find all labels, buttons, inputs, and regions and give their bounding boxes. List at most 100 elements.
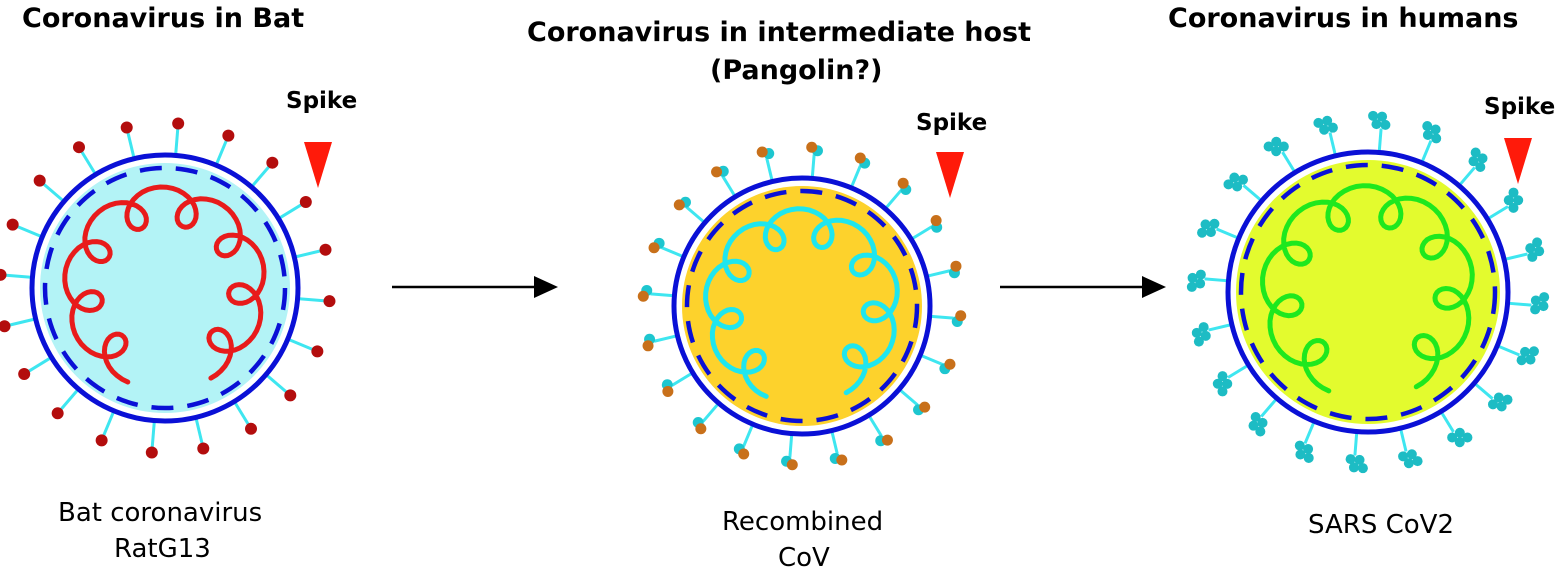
spike-head xyxy=(1403,458,1414,469)
spike-stalk xyxy=(101,410,116,438)
spike-label-1: Spike xyxy=(286,88,358,114)
spike xyxy=(120,121,136,159)
spike-stalk xyxy=(194,417,204,445)
spike-head xyxy=(1319,124,1330,135)
spike xyxy=(0,268,33,281)
spike-head xyxy=(1422,129,1433,140)
spike-head xyxy=(786,459,798,471)
spike-head xyxy=(1255,426,1266,437)
spike-head xyxy=(145,446,158,459)
spike-stalk xyxy=(150,420,156,449)
spike-stalk xyxy=(685,205,706,224)
genome-rna xyxy=(1260,183,1475,394)
spike-head xyxy=(1539,292,1550,303)
spike xyxy=(1486,187,1524,221)
spike xyxy=(637,285,675,302)
spike xyxy=(867,414,893,447)
spike xyxy=(1313,115,1338,157)
spike-head xyxy=(1422,121,1433,132)
spike-stalk xyxy=(1496,344,1521,357)
spike xyxy=(1503,237,1545,262)
spike-stalk xyxy=(1399,427,1408,452)
spike xyxy=(1420,121,1442,164)
spike-head xyxy=(836,454,848,466)
envelope-outer xyxy=(671,175,933,437)
spike xyxy=(849,152,871,189)
stage-3-label-line-1: SARS CoV2 xyxy=(1308,510,1454,540)
spike-head xyxy=(1534,246,1545,257)
spike-head xyxy=(1187,272,1198,283)
spike-head xyxy=(919,401,931,413)
envelope-inner-dashed xyxy=(1238,162,1498,422)
spike-head xyxy=(323,295,336,308)
spike-head xyxy=(738,448,750,460)
spike-head xyxy=(1271,136,1282,147)
virus-2 xyxy=(637,141,967,471)
spike-stalk xyxy=(1486,205,1509,221)
spike-stalk xyxy=(59,388,80,412)
stage-2-title-line-1: Coronavirus in intermediate host xyxy=(527,17,1032,48)
spike-head xyxy=(72,141,85,154)
spike-stalk xyxy=(287,337,315,352)
spike-head xyxy=(1313,117,1324,128)
spike-pointer-icon xyxy=(304,142,332,188)
spike-head xyxy=(1327,122,1338,133)
spike-head xyxy=(673,199,685,211)
spike xyxy=(214,129,235,166)
spike xyxy=(661,371,694,397)
spike-head xyxy=(1430,124,1441,135)
spike xyxy=(648,237,685,259)
spike-stalk xyxy=(919,353,943,366)
spike-stalk xyxy=(867,414,883,437)
spike-head xyxy=(1513,195,1524,206)
spike-head xyxy=(1191,327,1202,338)
spike-head xyxy=(319,243,332,256)
spike-head xyxy=(1303,444,1314,455)
spike-head xyxy=(930,215,942,227)
spike-head xyxy=(1538,301,1549,312)
spike-stalk xyxy=(1303,420,1316,445)
spike-head xyxy=(1447,432,1458,443)
spike-label-2: Spike xyxy=(916,110,988,136)
spike-head xyxy=(1462,432,1473,443)
spike xyxy=(294,243,332,259)
spike xyxy=(673,196,706,224)
spike-head xyxy=(1209,218,1220,229)
spike-head xyxy=(1186,281,1197,292)
genome-rna xyxy=(62,184,267,385)
stage-2-title-line-2: (Pangolin?) xyxy=(710,55,883,86)
spike-head xyxy=(662,385,674,397)
envelope-outer xyxy=(1225,149,1511,435)
arrow-head xyxy=(1142,276,1166,298)
spike xyxy=(1212,363,1250,397)
spike-head xyxy=(1520,346,1531,357)
spike xyxy=(733,423,755,460)
spike-head xyxy=(1295,449,1306,460)
stage-1-title: Coronavirus in Bat xyxy=(22,3,305,34)
spike-stalk xyxy=(8,317,36,327)
spike-stalk xyxy=(214,138,229,166)
spike-head xyxy=(1294,440,1305,451)
spike-stalk xyxy=(277,202,304,220)
spike-head xyxy=(120,121,133,134)
spike-head xyxy=(1508,187,1519,198)
spike-head xyxy=(1303,452,1314,463)
spike-head xyxy=(1193,336,1204,347)
spike-head xyxy=(1229,172,1240,183)
virus-1 xyxy=(0,117,336,459)
spike xyxy=(806,141,823,179)
spike-head xyxy=(95,434,108,447)
spike xyxy=(1197,218,1240,240)
arrow-1-icon xyxy=(392,276,558,298)
spike xyxy=(929,310,967,327)
spike-head xyxy=(6,218,19,231)
spike-head xyxy=(266,156,279,169)
spike-stalk xyxy=(661,246,685,259)
spike xyxy=(829,430,848,466)
spike xyxy=(1496,344,1539,366)
spike-head xyxy=(648,242,660,254)
spike-stalk xyxy=(884,189,903,210)
spike-stalk xyxy=(1204,277,1229,283)
spike-head xyxy=(1217,386,1228,397)
spike-head xyxy=(172,117,185,130)
